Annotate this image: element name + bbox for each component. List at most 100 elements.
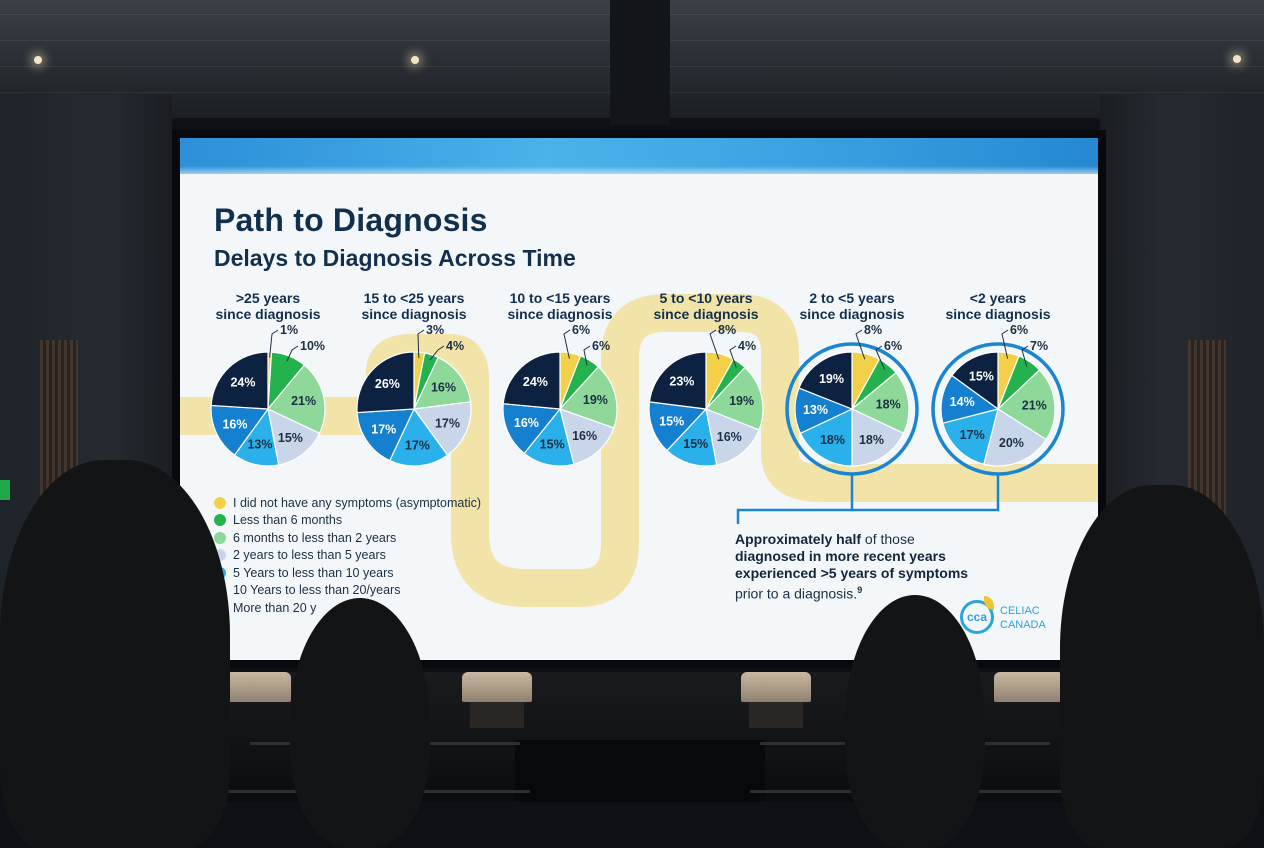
screen-top-band	[180, 138, 1098, 174]
stage-chair	[462, 672, 532, 702]
data-label: 24%	[523, 375, 548, 389]
pie-title-line-2: since diagnosis	[653, 306, 758, 322]
callout-bold-3: experienced >5 years of symptoms	[735, 565, 969, 581]
data-label: 17%	[405, 438, 430, 452]
leader-line	[583, 345, 591, 366]
pie-title-line-1: 2 to <5 years	[809, 290, 894, 306]
callout-line-2: diagnosed in more recent years	[735, 548, 1035, 565]
pie-title-line-1: >25 years	[236, 290, 300, 306]
pie-slice	[648, 351, 707, 410]
legend-label: More than 20 y	[233, 600, 317, 615]
pie-slice	[356, 408, 415, 462]
legend-swatch	[214, 531, 226, 544]
leader-line	[286, 345, 299, 362]
data-label: 15%	[683, 437, 708, 451]
logo-line-2: CANADA	[1000, 619, 1046, 631]
data-label: 3%	[426, 323, 444, 337]
pie-slice	[851, 408, 905, 467]
audience-silhouette	[0, 460, 230, 848]
pie-title-line-1: <2 years	[970, 290, 1027, 306]
ceiling-beam	[610, 0, 670, 125]
callout-plain: prior to a diagnosis.	[735, 585, 858, 602]
legend-item-5y-10y: 5 Years to less than 10 years	[214, 564, 481, 582]
pie-slice	[388, 407, 449, 467]
pie-slice	[502, 403, 562, 455]
pie-slice	[666, 407, 718, 467]
data-label: 1%	[280, 323, 298, 337]
legend-label: 2 years to less than 5 years	[233, 548, 386, 563]
pie-slice	[502, 351, 561, 410]
pie-slice	[523, 407, 575, 467]
legend-item-10y-20y: 10 Years to less than 20/years	[214, 582, 481, 600]
data-label: 15%	[969, 370, 994, 384]
slide-title: Path to Diagnosis	[214, 202, 488, 238]
data-label: 15%	[278, 431, 303, 445]
leader-line	[729, 345, 737, 368]
ceiling-light	[411, 56, 419, 64]
audience-silhouette	[845, 595, 985, 848]
data-label: 8%	[718, 323, 736, 337]
data-label: 13%	[803, 403, 828, 417]
legend-item-asymptomatic: I did not have any symptoms (asymptomati…	[214, 494, 481, 512]
pie-title-line-2: since diagnosis	[945, 306, 1050, 322]
pie-slice	[267, 364, 326, 435]
legend-label: Less than 6 months	[233, 513, 343, 528]
data-label: 10%	[300, 339, 325, 353]
leader-line	[269, 329, 279, 358]
pie-slice	[942, 408, 999, 465]
slide-subtitle: Delays to Diagnosis Across Time	[214, 245, 576, 271]
data-label: 19%	[819, 372, 844, 386]
data-label: 17%	[371, 423, 396, 437]
pie-slice	[997, 369, 1056, 441]
legend-item-6m-2y: 6 months to less than 2 years	[214, 529, 481, 547]
callout-footnote: 9	[857, 585, 863, 595]
data-label: 16%	[514, 416, 539, 430]
data-label: 16%	[431, 381, 456, 395]
logo-mark: cca	[960, 600, 994, 634]
projection-screen: Path to Diagnosis Delays to Diagnosis Ac…	[180, 138, 1098, 660]
stage-chair-base	[749, 702, 803, 728]
pie-slice	[951, 351, 999, 411]
data-label: 18%	[820, 433, 845, 447]
data-label: 18%	[859, 433, 884, 447]
leader-line	[875, 345, 886, 370]
data-label: 7%	[1030, 339, 1048, 353]
pie-slice	[210, 404, 270, 456]
wheat-icon	[984, 596, 994, 610]
data-label: 26%	[375, 377, 400, 391]
data-label: 20%	[999, 436, 1024, 450]
pie-title-line-1: 5 to <10 years	[659, 290, 752, 306]
data-label: 24%	[230, 375, 255, 389]
pie-slice	[798, 351, 853, 410]
stage-chair	[994, 672, 1064, 702]
logo-line-1: CELIAC	[1000, 605, 1040, 617]
pie-title-line-2: since diagnosis	[507, 306, 612, 322]
data-label: 6%	[1010, 323, 1028, 337]
stage-chair	[741, 672, 811, 702]
data-label: 16%	[717, 430, 742, 444]
legend-label: 5 Years to less than 10 years	[233, 565, 394, 580]
leader-line	[1001, 329, 1009, 359]
data-label: 15%	[659, 414, 684, 428]
pie-slice	[850, 371, 910, 435]
data-label: 13%	[247, 438, 272, 452]
data-label: 6%	[572, 323, 590, 337]
pie-slice	[210, 351, 269, 410]
pie-title-line-1: 10 to <15 years	[510, 290, 611, 306]
pie-slice	[648, 401, 708, 452]
callout-line-3: experienced >5 years of symptoms	[735, 565, 1035, 582]
leader-line	[417, 329, 425, 358]
pie-title-line-1: 15 to <25 years	[364, 290, 465, 306]
callout-rest: of those	[861, 531, 915, 547]
audience-silhouette	[290, 598, 430, 848]
stage-front	[515, 740, 765, 802]
legend-swatch	[214, 496, 226, 509]
data-label: 8%	[864, 323, 882, 337]
callout-bold-2: diagnosed in more recent years	[735, 548, 946, 564]
